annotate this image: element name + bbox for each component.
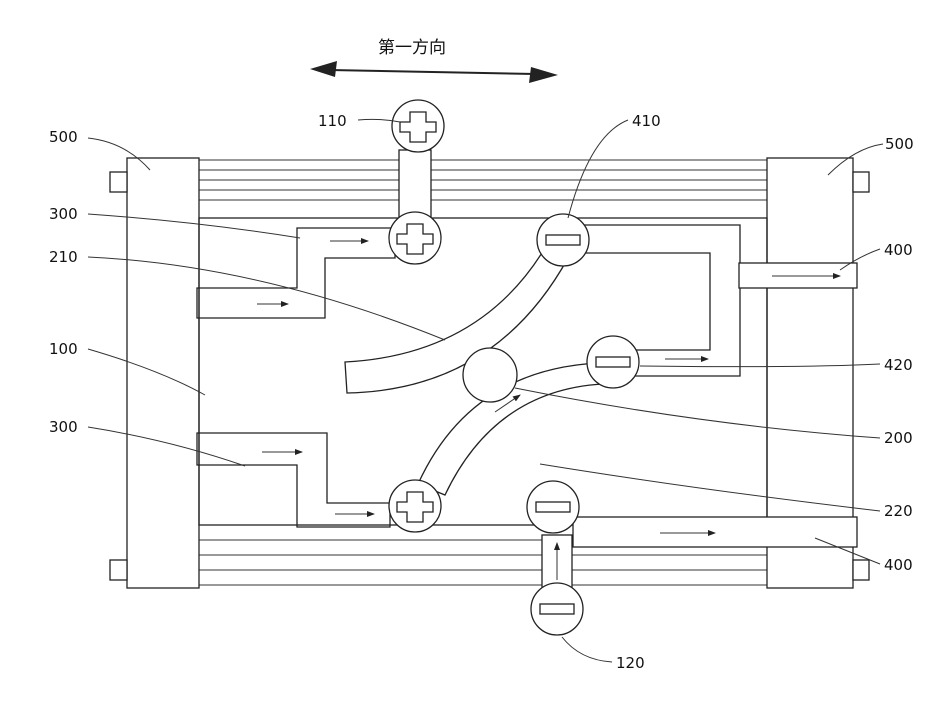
electrode-110-plus — [392, 100, 444, 152]
electrode-top-plus — [389, 212, 441, 264]
electrode-bottom-minus — [527, 481, 579, 533]
label-300-top: 300 — [49, 205, 78, 223]
electrode-120-minus — [531, 583, 583, 635]
label-210: 210 — [49, 248, 78, 266]
electrode-bottom-plus — [389, 480, 441, 532]
label-500-right: 500 — [885, 135, 914, 153]
label-200: 200 — [884, 429, 913, 447]
label-220: 220 — [884, 502, 913, 520]
outlet-400-bottom — [573, 517, 857, 547]
electrode-410-minus — [537, 214, 589, 266]
label-420: 420 — [884, 356, 913, 374]
label-300-bottom: 300 — [49, 418, 78, 436]
curved-band-210 — [345, 248, 568, 393]
outlet-400-top — [739, 263, 857, 288]
feed-channel-top — [197, 228, 395, 318]
direction-arrow — [310, 61, 558, 83]
label-500-left: 500 — [49, 128, 78, 146]
label-400-bottom: 400 — [884, 556, 913, 574]
electrode-420-minus — [587, 336, 639, 388]
label-400-top: 400 — [884, 241, 913, 259]
label-410: 410 — [632, 112, 661, 130]
feed-channel-bottom — [197, 433, 390, 527]
center-node-200 — [463, 348, 517, 402]
label-100: 100 — [49, 340, 78, 358]
direction-label: 第一方向 — [378, 38, 446, 58]
label-120: 120 — [616, 654, 645, 672]
label-110: 110 — [318, 112, 347, 130]
